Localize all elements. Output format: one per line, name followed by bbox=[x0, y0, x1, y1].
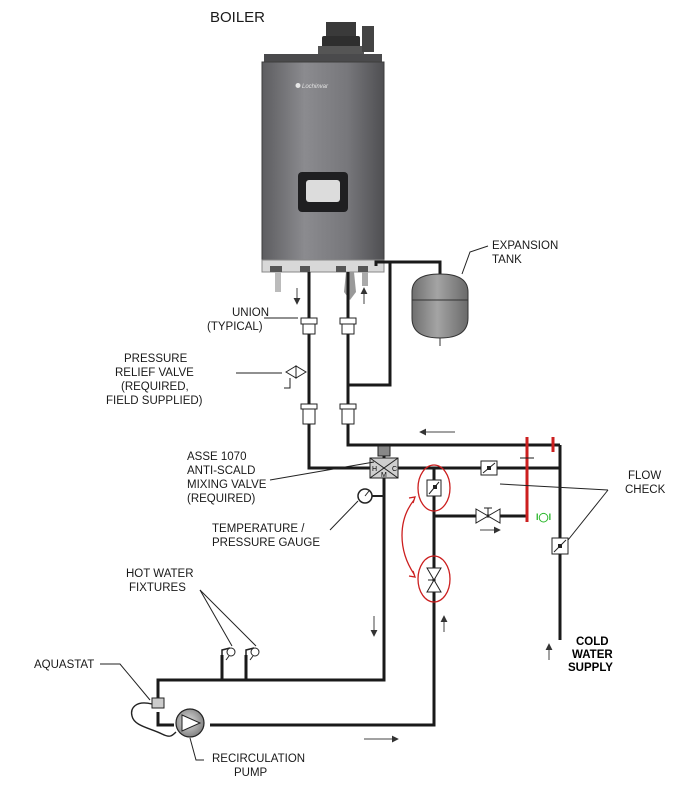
isolation-valve-left bbox=[300, 403, 318, 425]
return-ball-valve bbox=[426, 567, 442, 593]
leader-lines bbox=[100, 245, 609, 761]
check-valve-horizontal bbox=[480, 460, 498, 476]
highlight-green-mark: I◯I bbox=[536, 512, 551, 523]
boiler: BOILER Lochinvar bbox=[210, 9, 385, 300]
temp-gauge-label: TEMPERATURE / PRESSURE GAUGE bbox=[212, 523, 320, 549]
boiler-cabinet bbox=[261, 61, 385, 263]
union-left bbox=[300, 317, 318, 335]
valve-port-mixed: M bbox=[381, 472, 387, 479]
valve-port-cold: C bbox=[392, 466, 397, 473]
isolation-valve-right bbox=[339, 403, 357, 425]
labels: EXPANSION TANK UNION (TYPICAL) PRESSURE … bbox=[34, 240, 666, 779]
union-label: UNION (TYPICAL) bbox=[207, 307, 272, 333]
pressure-relief-label: PRESSURE RELIEF VALVE (REQUIRED, FIELD S… bbox=[106, 353, 203, 407]
check-valve-cold-supply bbox=[551, 537, 569, 555]
expansion-tank bbox=[411, 268, 469, 346]
check-valve-upper bbox=[426, 479, 442, 497]
recirculation-pump bbox=[175, 708, 205, 738]
highlight-circle-upper bbox=[417, 464, 451, 512]
mixing-valve-label: ASSE 1070 ANTI-SCALD MIXING VALVE (REQUI… bbox=[187, 451, 270, 505]
mixing-valve: H C M bbox=[369, 445, 399, 479]
cold-water-supply-label: COLD WATER SUPPLY bbox=[568, 636, 616, 674]
highlight-circle-lower bbox=[417, 555, 451, 603]
fixture-right bbox=[245, 647, 260, 661]
bypass-ball-valve bbox=[475, 507, 501, 524]
valve-port-hot: H bbox=[372, 466, 377, 473]
flow-arrows bbox=[293, 287, 553, 743]
recirculation-pump-label: RECIRCULATION PUMP bbox=[212, 753, 308, 779]
highlight-double-arrow bbox=[401, 499, 415, 575]
highlight-markings: I◯I bbox=[401, 437, 555, 603]
flow-check-label: FLOW CHECK bbox=[625, 470, 666, 496]
aquastat bbox=[130, 697, 177, 737]
hot-water-fixtures-label: HOT WATER FIXTURES bbox=[126, 568, 197, 594]
fixture-left bbox=[221, 647, 236, 661]
boiler-label: BOILER bbox=[210, 9, 265, 26]
aquastat-label: AQUASTAT bbox=[34, 659, 94, 671]
union-right bbox=[339, 317, 357, 335]
expansion-tank-label: EXPANSION TANK bbox=[492, 240, 561, 266]
temperature-pressure-gauge bbox=[357, 488, 384, 504]
boiler-brand: Lochinvar bbox=[302, 84, 329, 90]
pressure-relief-valve bbox=[284, 365, 307, 389]
